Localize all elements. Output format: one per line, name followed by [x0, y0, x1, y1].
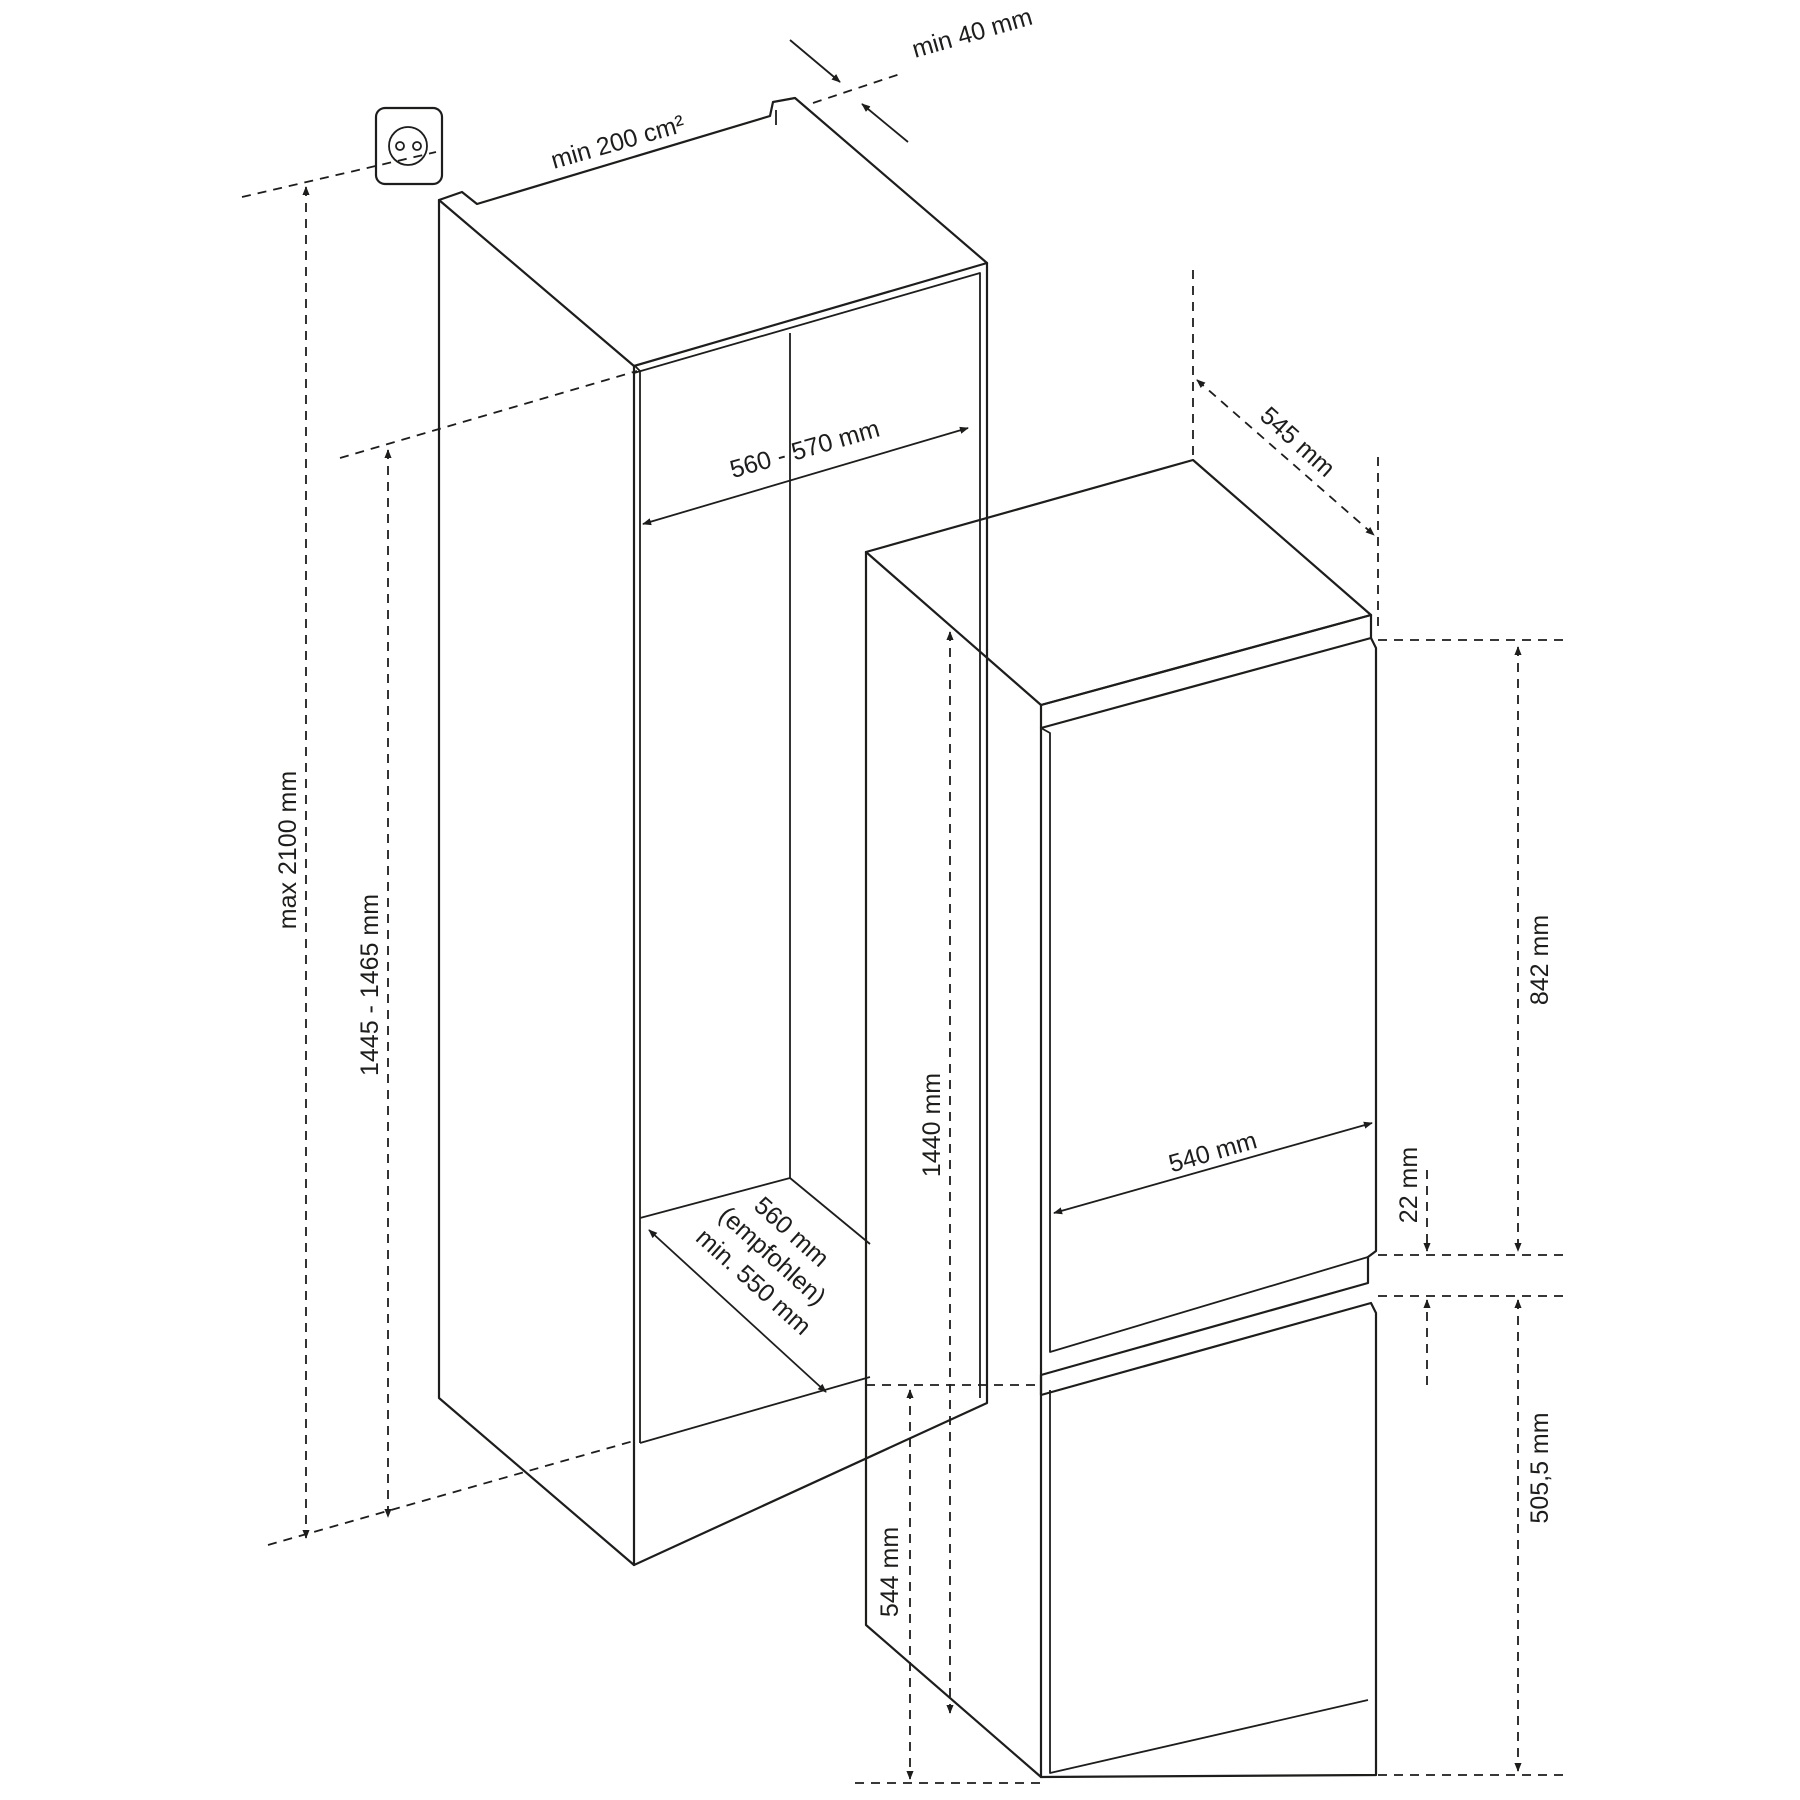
label-560-570: 560 - 570 mm: [727, 415, 883, 484]
label-max-2100: max 2100 mm: [274, 771, 302, 929]
extension-lines: [241, 73, 1570, 1784]
label-540: 540 mm: [1166, 1126, 1261, 1178]
label-505-5: 505,5 mm: [1526, 1412, 1554, 1523]
label-1445-1465: 1445 - 1465 mm: [356, 894, 384, 1076]
dimension-lines: [302, 39, 1522, 1780]
label-1440: 1440 mm: [918, 1073, 946, 1177]
label-544: 544 mm: [876, 1527, 904, 1617]
label-842: 842 mm: [1526, 915, 1554, 1005]
label-22: 22 mm: [1395, 1147, 1423, 1223]
label-min-200: min 200 cm²: [548, 110, 688, 175]
label-min-40: min 40 mm: [909, 3, 1036, 64]
cabinet-niche: [437, 96, 989, 1567]
fridge-appliance: [864, 458, 1378, 1779]
label-545: 545 mm: [1254, 401, 1340, 482]
power-socket-icon: [374, 106, 444, 186]
